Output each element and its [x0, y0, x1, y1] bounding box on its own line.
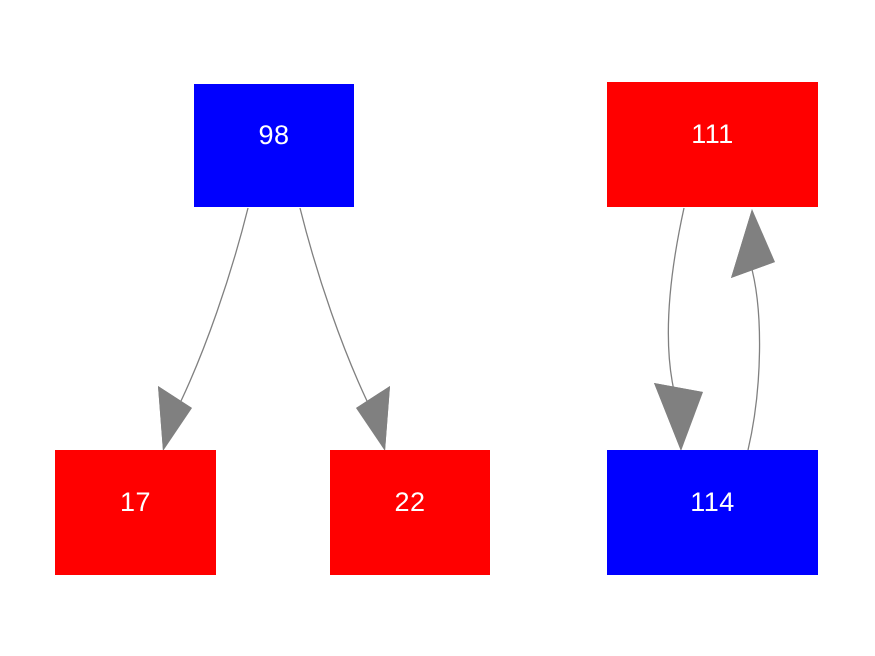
- edge-98-to-22: [299, 207, 390, 451]
- graph-node-111-label: 111: [691, 119, 734, 149]
- graph-node-22[interactable]: 22: [330, 450, 490, 575]
- edge-98-to-17-arrowhead: [158, 386, 192, 451]
- edge-114-to-111-arrowhead-wing: [731, 209, 775, 278]
- edge-114-to-111: [731, 209, 775, 451]
- edge-114-to-111-line: [747, 261, 761, 451]
- edge-111-to-114-arrowhead: [654, 383, 703, 451]
- edge-114-to-111-arrowhead: [731, 209, 775, 278]
- edge-98-to-17: [158, 207, 249, 451]
- edge-111-to-114-line: [667, 207, 685, 396]
- edge-98-to-22-line: [299, 207, 368, 402]
- edge-111-to-114-arrowhead-wing: [654, 383, 703, 451]
- graph-node-114[interactable]: 114: [607, 450, 818, 575]
- graph-node-22-label: 22: [394, 487, 426, 517]
- graph-node-98-label: 98: [258, 120, 290, 150]
- edge-98-to-22-arrowhead: [356, 386, 390, 451]
- graph-node-17[interactable]: 17: [55, 450, 216, 575]
- graph-node-17-label: 17: [119, 487, 152, 517]
- edge-98-to-17-line: [180, 207, 249, 402]
- edge-98-to-17-arrowhead-wing: [158, 386, 192, 451]
- edge-111-to-114: [654, 207, 703, 451]
- graph-node-111[interactable]: 111: [607, 82, 818, 207]
- graph-node-98[interactable]: 98: [194, 84, 354, 207]
- graph-node-114-label: 114: [690, 487, 735, 517]
- edge-98-to-22-arrowhead-wing: [356, 386, 390, 451]
